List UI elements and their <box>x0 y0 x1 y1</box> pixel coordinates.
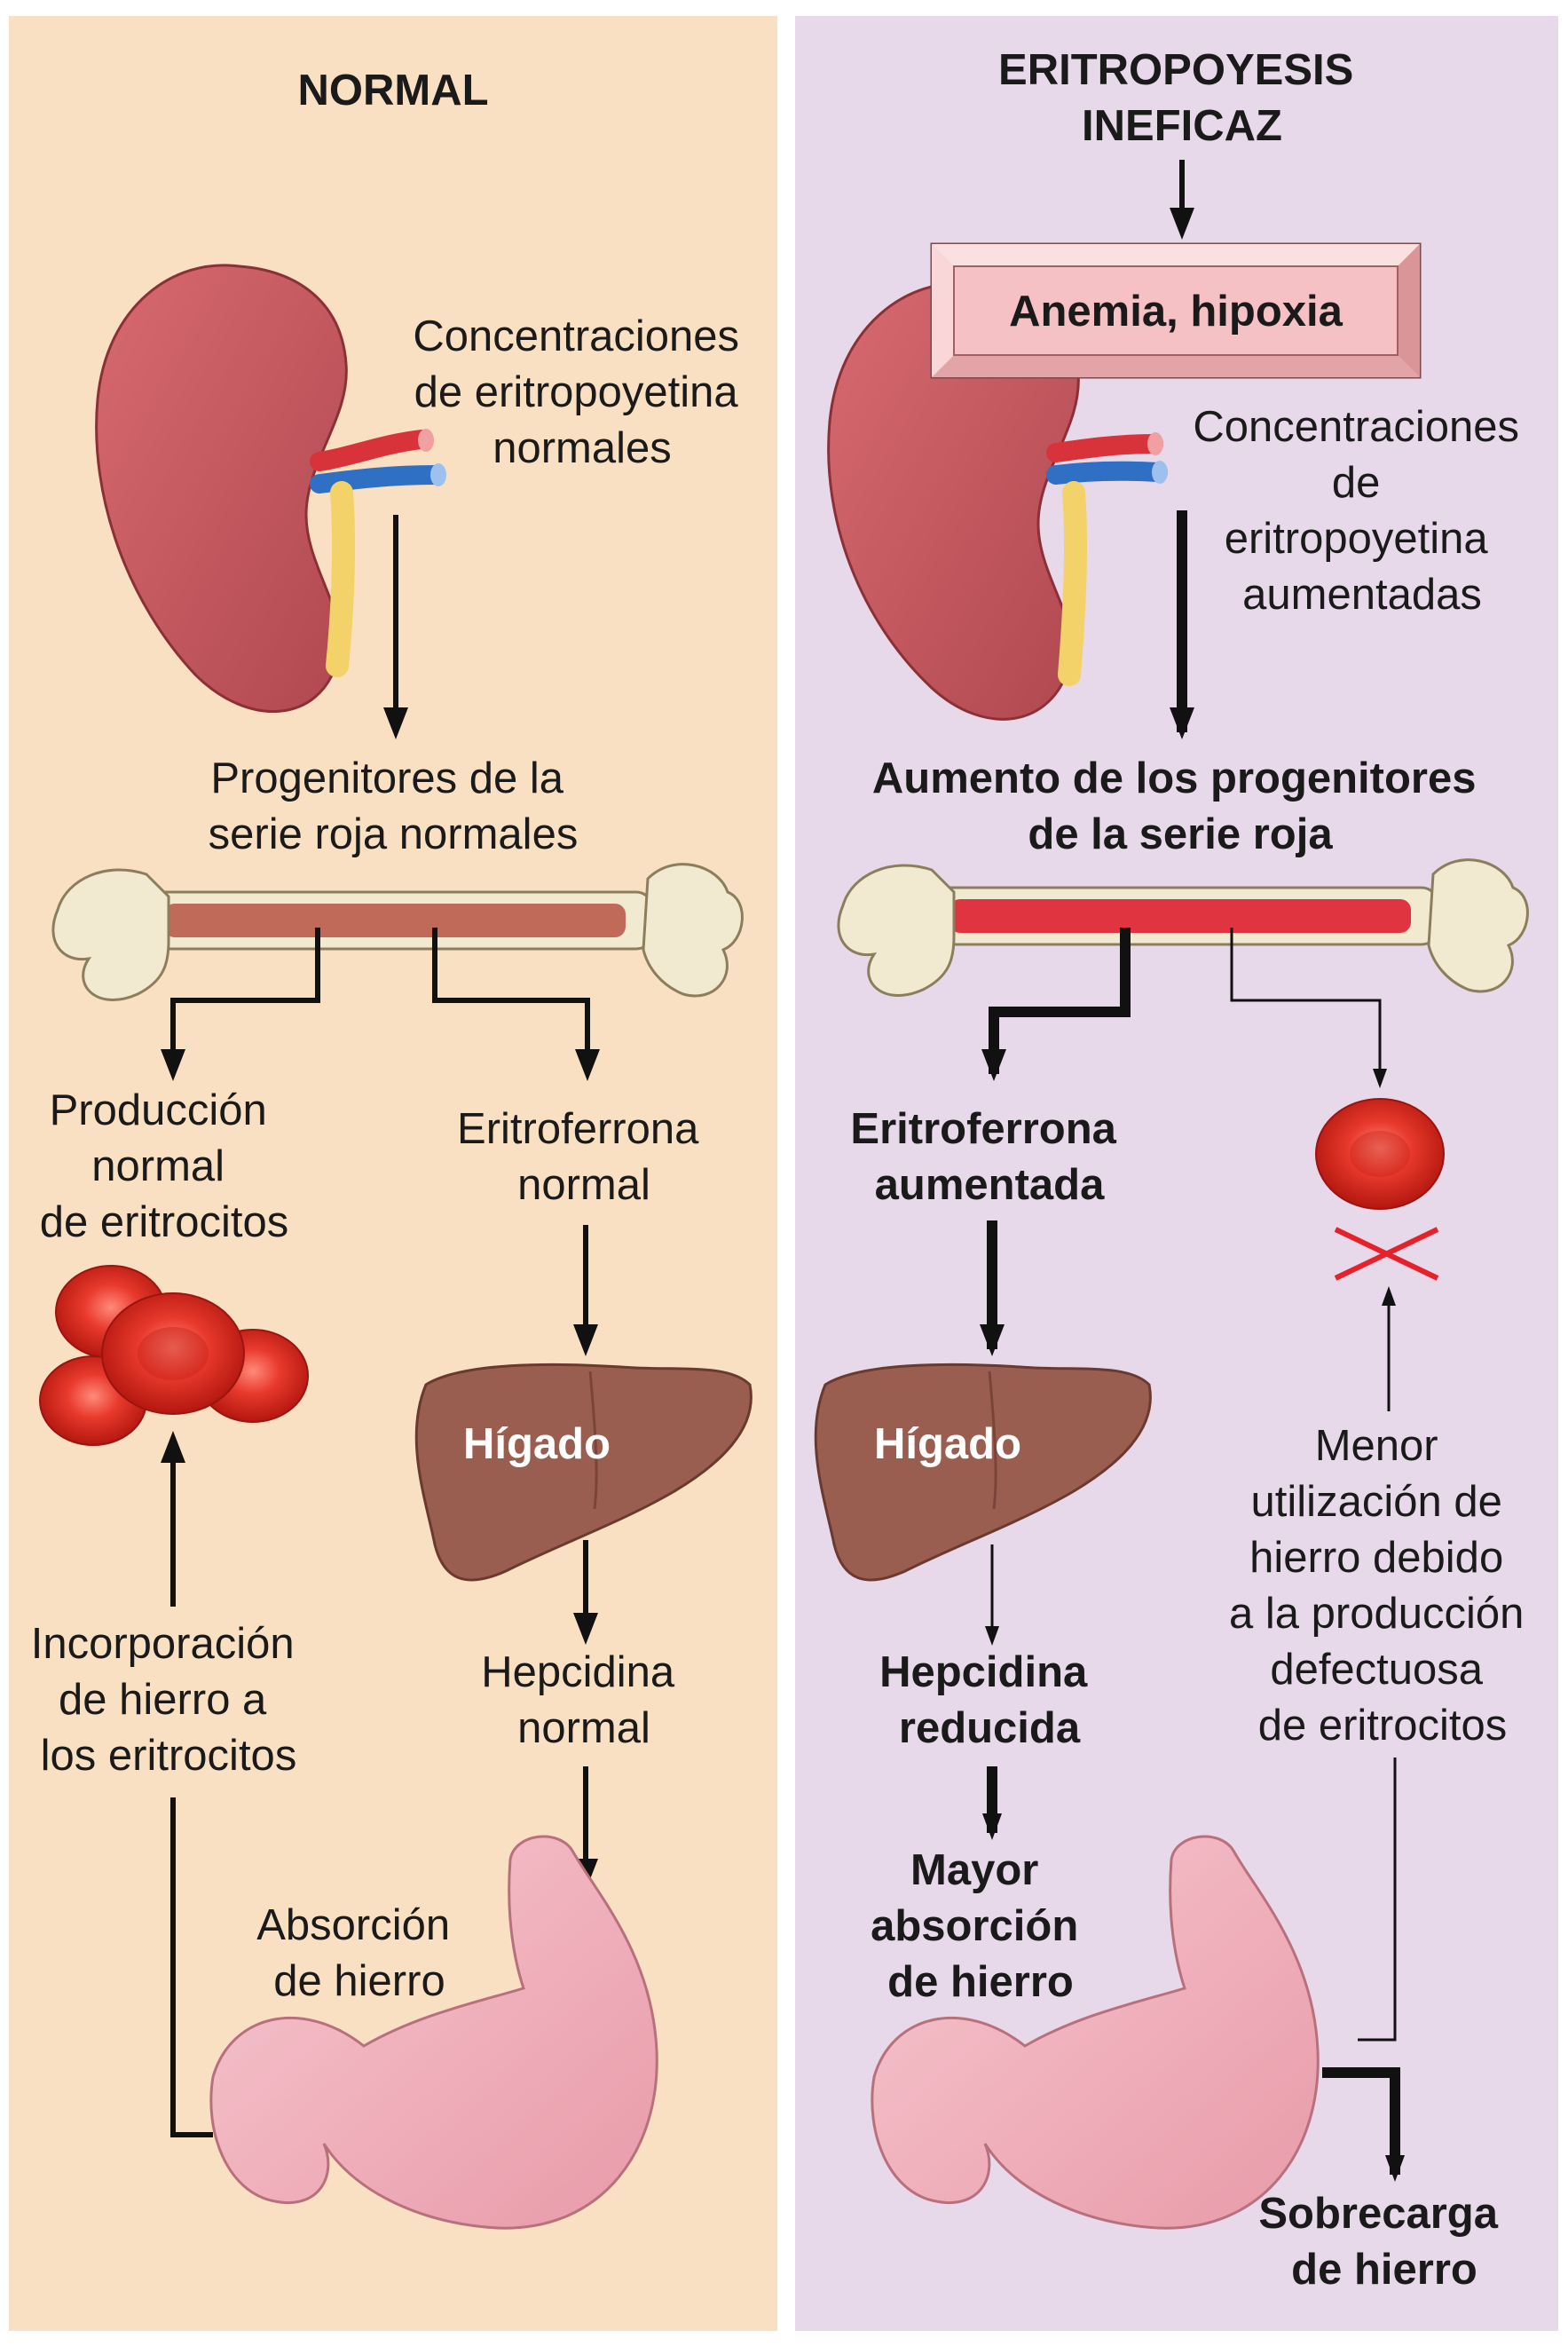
kidney-icon <box>827 281 1168 721</box>
normal-iron-incorporation-label: Incorporación de hierro a los eritrocito… <box>31 1620 307 1780</box>
ineffective-erythroferrone-label: Eritroferrona aumentada <box>850 1105 1128 1209</box>
normal-rbc-production-label: Producción normal de eritrocitos <box>40 1086 289 1246</box>
normal-iron-absorption-label: Absorción de hierro <box>256 1901 462 2005</box>
ineffective-iron-absorption-label: Mayor absorción de hierro <box>871 1846 1091 2006</box>
anemia-hypoxia-box <box>930 242 1422 379</box>
line-stomach-to-utilization <box>1358 1758 1397 2042</box>
arrow-stomach-to-overload <box>1322 2067 1405 2182</box>
normal-epo-label: Concentraciones de eritropoyetina normal… <box>413 312 751 472</box>
arrow-bone-to-rbc <box>1230 928 1387 1088</box>
bone-icon <box>837 858 1529 997</box>
arrow-bone-to-rbc-production <box>161 928 320 1081</box>
ineffective-iron-utilization-label: Menor utilización de hierro debido a la … <box>1229 1422 1536 1750</box>
stomach-icon <box>209 1835 658 2230</box>
ineffective-progenitors-label: Aumento de los progenitores de la serie … <box>872 754 1488 858</box>
red-blood-cell-icon <box>1315 1098 1445 1210</box>
liver-icon <box>814 1363 1152 1582</box>
arrow-bone-to-erythroferrone <box>981 928 1131 1081</box>
arrow-stomach-to-rbc <box>170 1797 213 2137</box>
ineffective-title: ERITROPOYESIS INEFICAZ <box>998 46 1366 150</box>
liver-icon <box>414 1363 752 1582</box>
kidney-icon <box>95 264 446 713</box>
anemia-hypoxia-label: Anemia, hipoxia <box>1009 288 1343 336</box>
ineffective-hepcidin-label: Hepcidina reducida <box>879 1648 1099 1752</box>
ineffective-epo-label: Concentraciones de eritropoyetina aument… <box>1193 403 1531 619</box>
normal-liver-label: Hígado <box>463 1420 611 1468</box>
normal-title: NORMAL <box>297 67 488 115</box>
normal-erythroferrone-label: Eritroferrona normal <box>457 1105 711 1209</box>
bone-icon <box>51 863 744 1001</box>
arrow-bone-to-erythroferrone <box>432 928 600 1081</box>
normal-hepcidin-label: Hepcidina normal <box>481 1648 687 1752</box>
stomach-icon <box>871 1835 1320 2230</box>
ineffective-liver-label: Hígado <box>874 1420 1021 1468</box>
blocked-x-icon <box>1334 1227 1439 1281</box>
red-blood-cells-icon <box>39 1265 309 1446</box>
ineffective-iron-overload-label: Sobrecarga de hierro <box>1258 2190 1509 2294</box>
normal-progenitors-label: Progenitores de la serie roja normales <box>209 754 579 858</box>
